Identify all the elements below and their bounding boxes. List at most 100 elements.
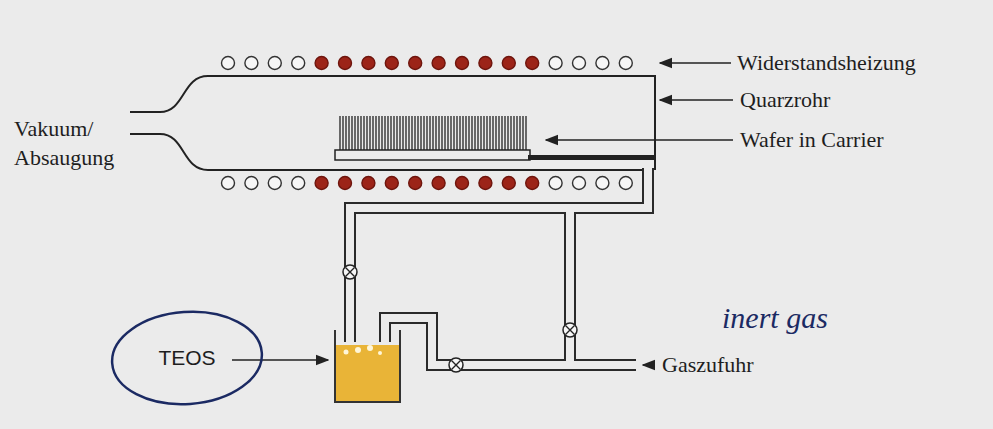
wafer — [441, 116, 442, 150]
heater-coil — [432, 177, 445, 190]
valve-body — [563, 323, 577, 337]
wafer — [357, 116, 358, 150]
pipe-wall — [564, 208, 576, 365]
heater-coil — [339, 57, 352, 70]
valve-symbol — [449, 358, 463, 372]
wafer — [501, 116, 502, 150]
heater-coil — [432, 57, 445, 70]
heater-coil — [619, 177, 632, 190]
wafer — [477, 116, 478, 150]
wafer — [369, 116, 370, 150]
heater-coil — [596, 57, 609, 70]
valve-symbol — [563, 323, 577, 337]
wafer — [483, 116, 484, 150]
wafer — [423, 116, 424, 150]
part-label: Gaszufuhr — [662, 352, 754, 378]
wafer — [354, 116, 355, 150]
heater-coil — [596, 177, 609, 190]
wafer — [471, 116, 472, 150]
wafer — [459, 116, 460, 150]
wafer-stack — [340, 116, 526, 150]
heater-coil — [502, 177, 515, 190]
heater-coil — [526, 177, 539, 190]
wafer — [345, 116, 346, 150]
wafer — [411, 116, 412, 150]
wafer — [375, 116, 376, 150]
wafer — [444, 116, 445, 150]
wafer — [378, 116, 379, 150]
wafer — [462, 116, 463, 150]
node-text: TEOS — [158, 345, 215, 371]
part-label: Vakuum/ Absaugung — [14, 114, 122, 172]
wafer — [339, 116, 340, 150]
heater-coil — [409, 57, 422, 70]
heater-coil — [315, 57, 328, 70]
heater-coil — [456, 177, 469, 190]
bubble — [355, 347, 361, 353]
teos-liquid — [336, 345, 399, 401]
heater-coil — [479, 57, 492, 70]
wafer — [486, 116, 487, 150]
heater-coil — [526, 57, 539, 70]
heater-coil — [268, 177, 281, 190]
heater-coil — [222, 57, 235, 70]
wafer — [348, 116, 349, 150]
wafer — [432, 116, 433, 150]
wafer — [519, 116, 520, 150]
wafer — [396, 116, 397, 150]
wafer — [465, 116, 466, 150]
leader-arrow — [660, 99, 733, 101]
heater-coil — [245, 177, 258, 190]
gas-pipes — [350, 166, 648, 365]
quartz-tube — [130, 76, 655, 170]
wafer — [513, 116, 514, 150]
leader-arrow — [660, 62, 731, 64]
leader-arrow — [232, 359, 328, 361]
wafer — [408, 116, 409, 150]
wafer — [393, 116, 394, 150]
wafer — [456, 116, 457, 150]
leader-arrow — [643, 364, 655, 366]
heater-coil — [222, 177, 235, 190]
heater-coil — [385, 57, 398, 70]
part-label: Widerstandsheizung — [737, 50, 916, 76]
wafer — [447, 116, 448, 150]
wafer — [363, 116, 364, 150]
wafer — [435, 116, 436, 150]
wafer — [372, 116, 373, 150]
wafer — [495, 116, 496, 150]
heater-coil — [549, 57, 562, 70]
valve-body — [449, 358, 463, 372]
wafer — [414, 116, 415, 150]
heater-coil — [502, 57, 515, 70]
heater-coil — [339, 177, 352, 190]
wafer — [525, 116, 526, 150]
wafer — [492, 116, 493, 150]
wafer — [417, 116, 418, 150]
part-label: Quarzrohr — [740, 87, 830, 113]
heater-coil — [619, 57, 632, 70]
wafer — [516, 116, 517, 150]
heater-coil — [479, 177, 492, 190]
heater-coil — [362, 57, 375, 70]
bubble — [378, 351, 382, 355]
wafer — [507, 116, 508, 150]
valve-cross — [566, 326, 575, 335]
heater-coil — [245, 57, 258, 70]
heater-coil — [549, 177, 562, 190]
heater-coil — [362, 177, 375, 190]
heater-coil — [456, 57, 469, 70]
pipe-bore — [566, 208, 574, 365]
wafer — [489, 116, 490, 150]
heater-coil — [292, 177, 305, 190]
wafer — [453, 116, 454, 150]
valve-cross — [452, 361, 461, 370]
heater-coil — [292, 57, 305, 70]
valve-body — [343, 265, 357, 279]
heater-coil — [268, 57, 281, 70]
wafer — [474, 116, 475, 150]
wafer — [522, 116, 523, 150]
wafer — [426, 116, 427, 150]
wafer — [405, 116, 406, 150]
